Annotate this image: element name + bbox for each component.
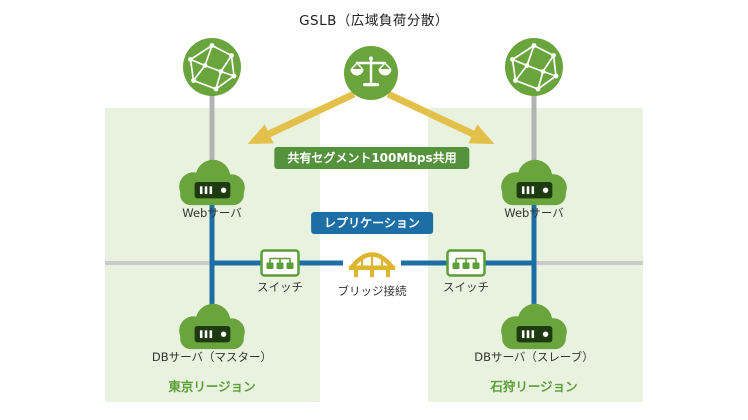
- region-tokyo-label: 東京リージョン: [168, 379, 256, 394]
- switch-left-label: スイッチ: [257, 280, 303, 294]
- internet-globe-left-icon: [182, 37, 242, 97]
- bridge-label: ブリッジ接続: [337, 284, 407, 298]
- web-server-right-icon: [492, 153, 576, 209]
- web-server-right-label: Webサーバ: [504, 206, 564, 220]
- gslb-load-balancer-icon: [342, 44, 400, 102]
- region-ishikari-label: 石狩リージョン: [490, 379, 578, 394]
- shared-segment-badge: 共有セグメント100Mbps共用: [274, 147, 470, 169]
- web-server-left-icon: [170, 153, 254, 209]
- db-server-master-icon: [170, 297, 254, 353]
- diagram-title: GSLB（広域負荷分散）: [299, 13, 449, 29]
- db-server-slave-icon: [492, 297, 576, 353]
- bridge-icon: [343, 241, 401, 283]
- web-server-left-label: Webサーバ: [182, 206, 242, 220]
- gslb-arrow-right: [386, 90, 495, 145]
- replication-badge: レプリケーション: [311, 212, 433, 234]
- switch-right-label: スイッチ: [443, 280, 489, 294]
- gslb-arrow-left: [247, 90, 356, 145]
- db-server-master-label: DBサーバ（マスター）: [151, 350, 273, 364]
- switch-right-icon: [446, 249, 486, 277]
- internet-globe-right-icon: [504, 37, 564, 97]
- switch-left-icon: [260, 249, 300, 277]
- db-server-slave-label: DBサーバ（スレーブ）: [474, 350, 594, 364]
